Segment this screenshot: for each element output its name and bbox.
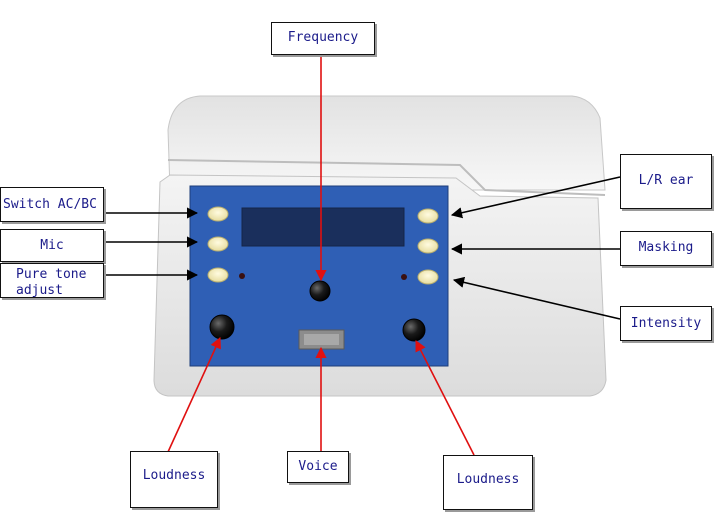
lr-ear-button[interactable] (417, 208, 439, 224)
mic-button[interactable] (207, 236, 229, 252)
right-indicator-led (401, 274, 407, 280)
intensity-label-text: Intensity (630, 316, 702, 331)
voice-label-text: Voice (298, 459, 338, 474)
switch-ac-bc-label-text: Switch AC/BC (3, 197, 97, 212)
pure-tone-label-line2: adjust (16, 283, 63, 298)
right-loudness-knob[interactable] (402, 318, 426, 342)
intensity-arrow (452, 276, 621, 320)
left-loudness-label-text: Loudness (142, 468, 206, 483)
mic-label-text: Mic (40, 238, 64, 253)
left-indicator-led (239, 273, 245, 279)
intensity-button[interactable] (417, 269, 439, 285)
left-loudness-label: Loudness (130, 451, 218, 508)
left-loudness-knob[interactable] (209, 314, 235, 340)
intensity-label: Intensity (620, 306, 712, 341)
right-loudness-label: Loudness (443, 455, 533, 510)
lr-ear-arrow (450, 176, 621, 219)
left-loudness-arrow (167, 336, 221, 453)
frequency-knob[interactable] (309, 280, 331, 302)
device-top-lid (167, 95, 606, 191)
switch-ac-bc-button[interactable] (207, 206, 229, 222)
switch-ac-bc-label: Switch AC/BC (0, 187, 104, 222)
masking-label-text: Masking (638, 240, 694, 255)
frequency-label: Frequency (271, 22, 375, 55)
pure-tone-button[interactable] (207, 267, 229, 283)
voice-label: Voice (287, 451, 349, 483)
device-lid-edge (167, 159, 606, 196)
pure-tone-label-line1: Pure tone (16, 267, 87, 282)
display-window (241, 207, 405, 247)
right-loudness-arrow (415, 340, 475, 456)
masking-button[interactable] (417, 238, 439, 254)
right-loudness-label-text: Loudness (456, 472, 520, 487)
masking-label: Masking (620, 231, 712, 266)
lr-ear-label-text: L/R ear (638, 173, 694, 188)
mic-label: Mic (0, 229, 104, 262)
voice-switch-slot (304, 334, 339, 345)
pure-tone-label: Pure tone adjust (0, 263, 104, 298)
lr-ear-label: L/R ear (620, 154, 712, 209)
frequency-label-text: Frequency (287, 30, 359, 45)
